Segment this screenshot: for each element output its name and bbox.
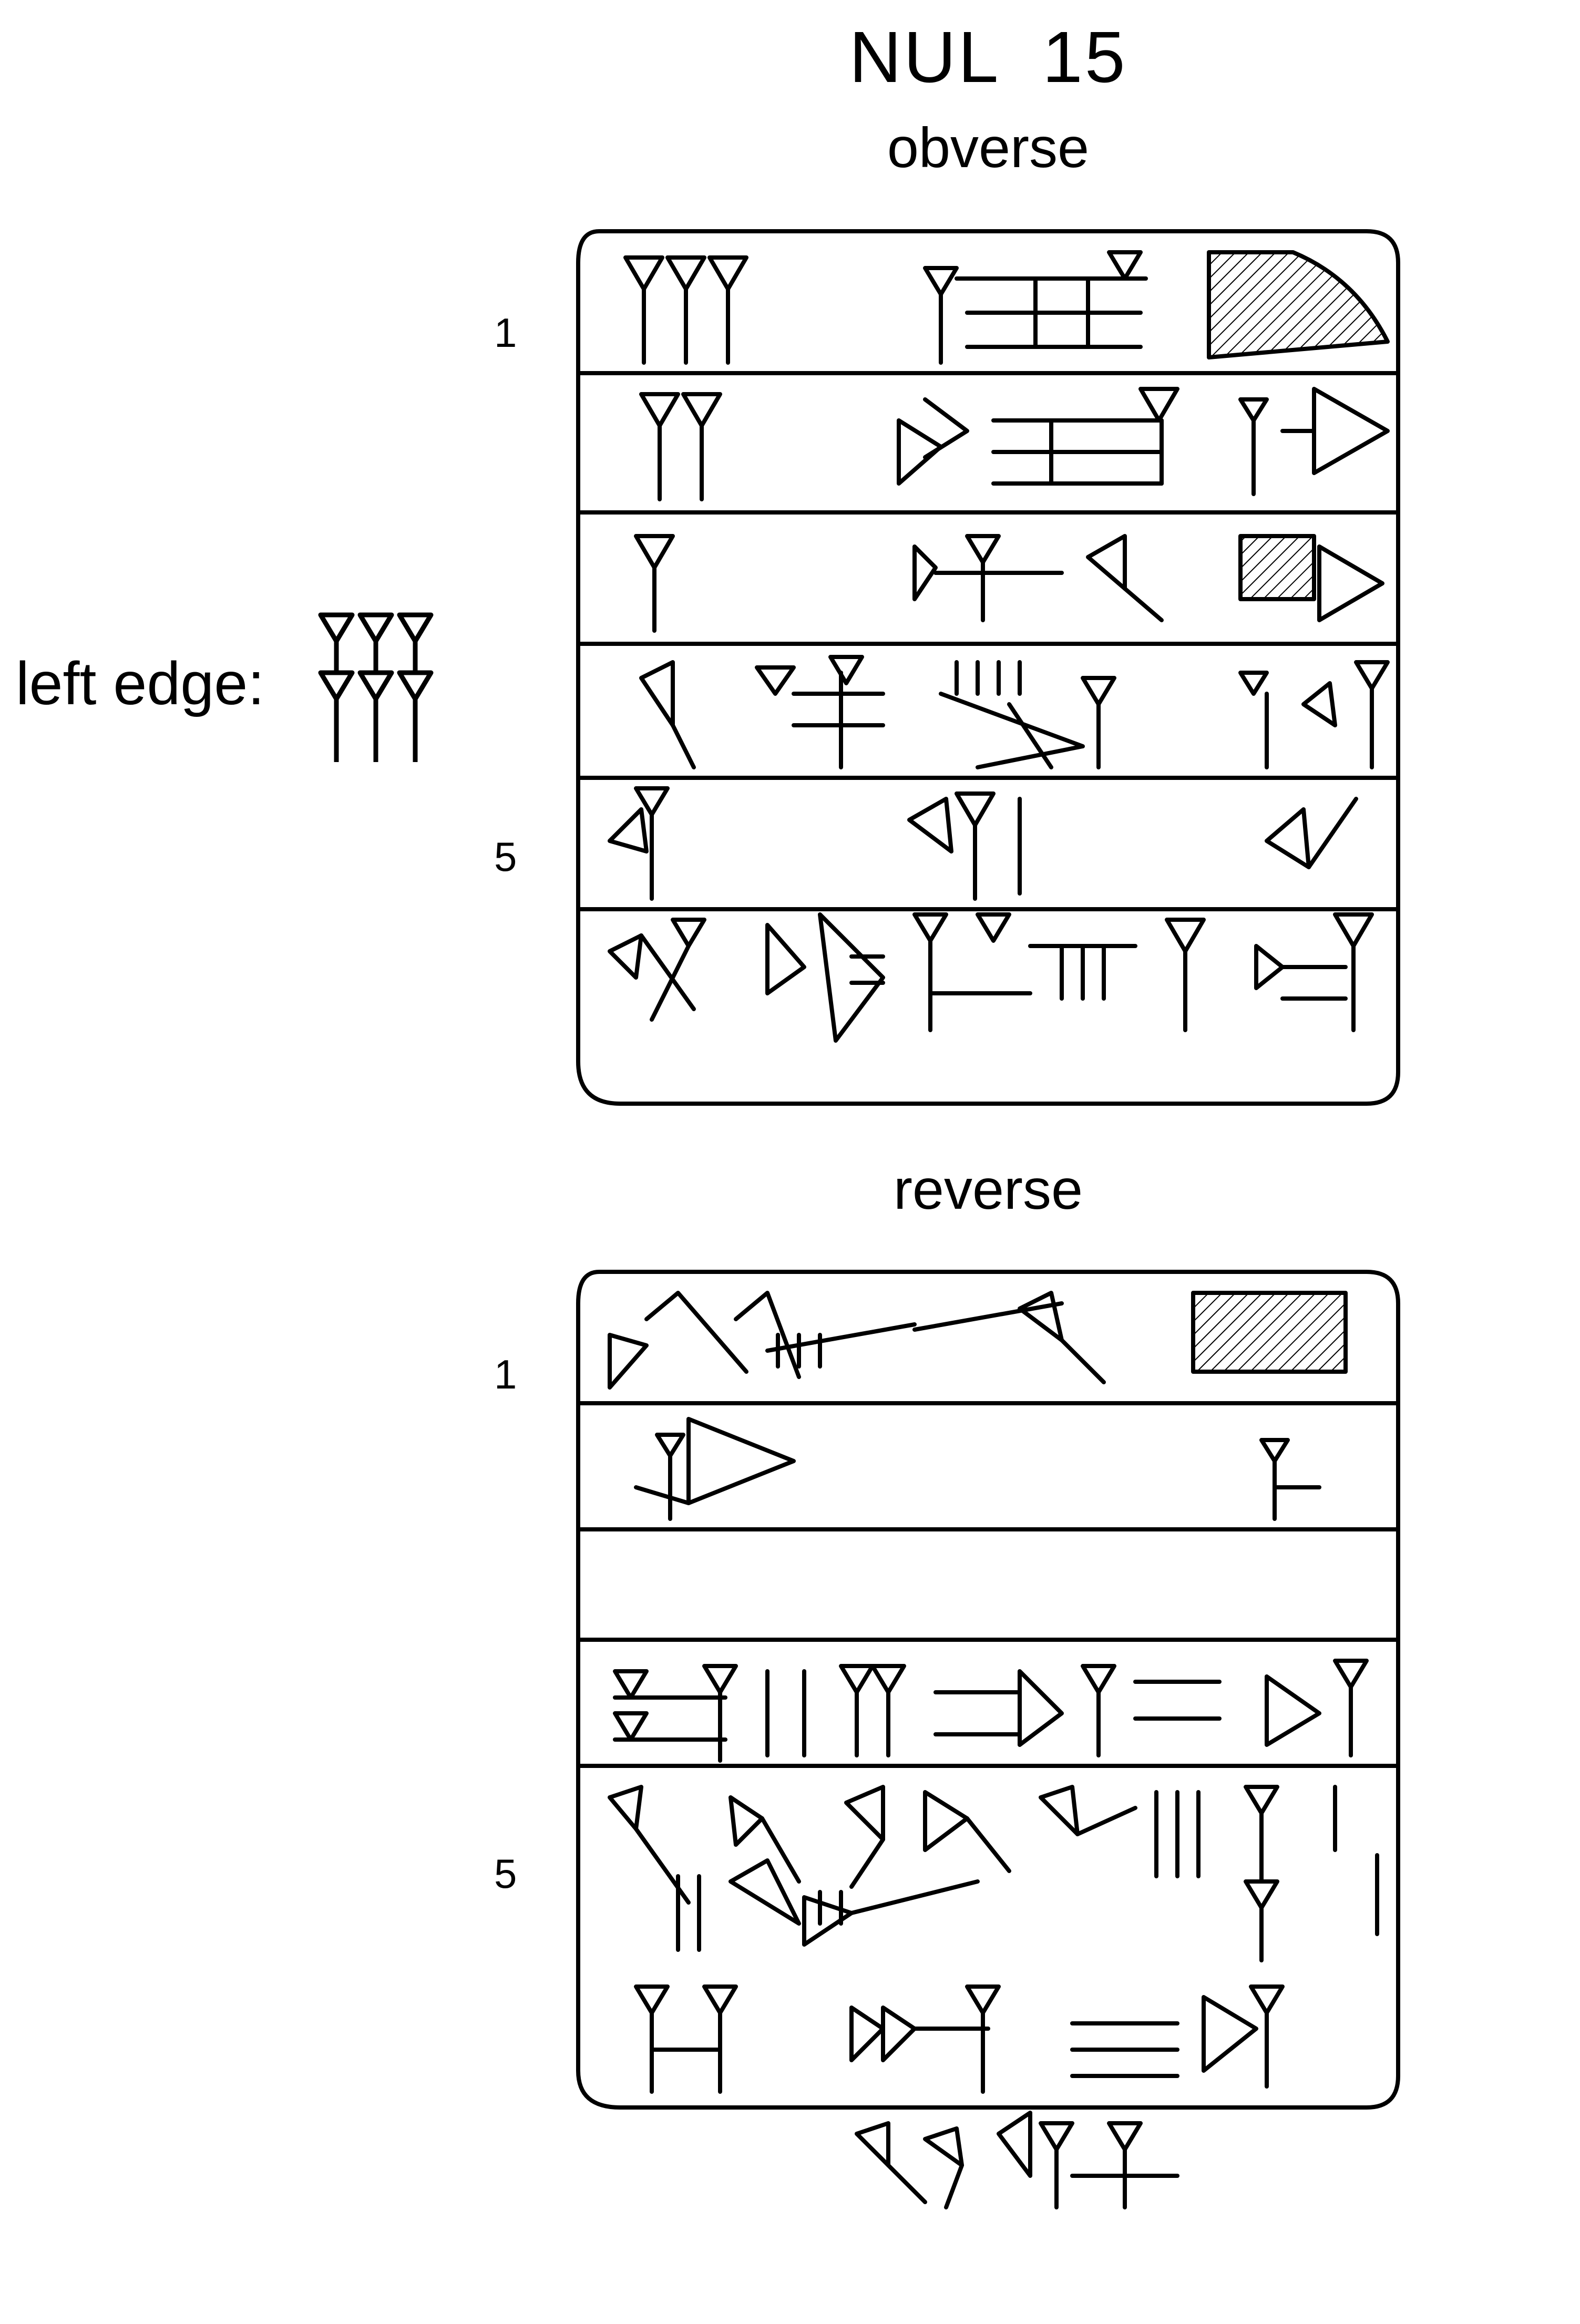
reverse-line-number-1: 1 [494,1351,517,1397]
tablet-title: NUL 15 [849,17,1127,98]
obverse-line-number-1: 1 [494,310,517,356]
reverse-line-number-5: 5 [494,1850,517,1897]
left-edge-signs-drawing [318,612,434,762]
wedge-group-bottom [318,670,434,762]
obverse-tablet-drawing [576,229,1400,1106]
reverse-tablet-drawing [576,1270,1400,2209]
wedge-group-top [318,612,434,673]
reverse-label: reverse [893,1157,1083,1221]
obverse-label: obverse [887,116,1090,179]
left-edge-label: left edge: [16,650,265,717]
obverse-line-number-5: 5 [494,834,517,880]
